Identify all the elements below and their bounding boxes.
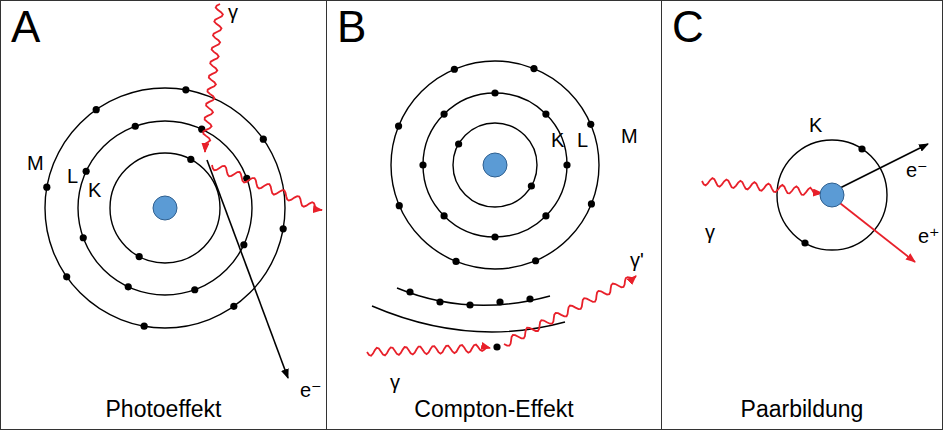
panel-caption: Paarbildung	[662, 396, 942, 423]
panel: A Photoeffekt	[0, 0, 327, 430]
shell-label: M	[27, 153, 44, 173]
shell-label: K	[88, 180, 101, 200]
panel-letter: C	[672, 3, 704, 51]
panel: B Compton-Effekt	[326, 0, 662, 430]
photons	[203, 4, 822, 356]
panel-letter: B	[337, 3, 366, 51]
panel-caption: Compton-Effekt	[327, 396, 661, 423]
nuclei	[153, 153, 844, 220]
particle-label: e⁻	[906, 160, 928, 180]
panel: C Paarbildung	[661, 0, 943, 430]
particle-label: e⁺	[918, 226, 940, 246]
electrons	[43, 65, 865, 351]
particle-label: e⁻	[300, 380, 322, 400]
particle-arrows	[207, 144, 928, 378]
photon-label: γ	[390, 372, 400, 392]
shell-label: M	[621, 126, 638, 146]
panel-caption: Photoeffekt	[1, 396, 326, 423]
shell-label: L	[67, 166, 78, 186]
photon-label: γ	[228, 2, 238, 22]
photon-label: γ	[705, 222, 715, 242]
panel-letter: A	[11, 3, 40, 51]
electron-shells	[45, 61, 887, 332]
shell-label: L	[577, 130, 588, 150]
shell-label: K	[551, 130, 564, 150]
shell-label: K	[809, 115, 822, 135]
photon-label: γ'	[630, 250, 644, 270]
